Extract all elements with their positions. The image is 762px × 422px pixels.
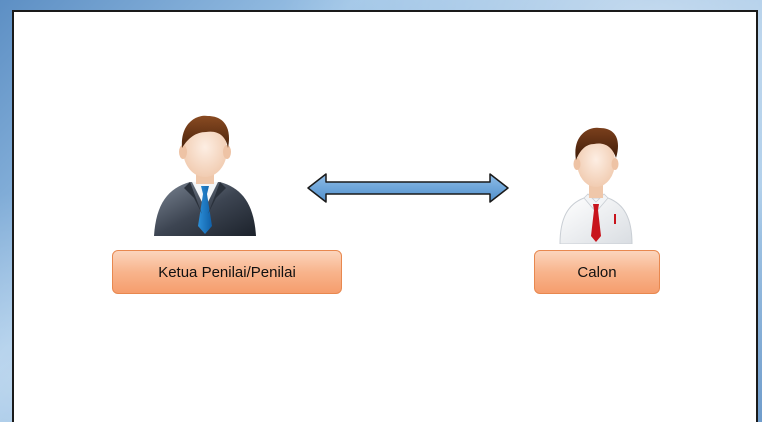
label-calon-text: Calon: [577, 263, 617, 281]
businessman-suit-icon: [146, 108, 264, 236]
double-arrow-connector: [307, 173, 509, 203]
slide-canvas: Ketua Penilai/Penilai Calon: [12, 10, 758, 422]
label-ketua-penilai: Ketua Penilai/Penilai: [112, 250, 342, 294]
label-calon: Calon: [534, 250, 660, 294]
label-ketua-penilai-text: Ketua Penilai/Penilai: [158, 263, 296, 281]
man-white-shirt-icon: [554, 122, 638, 244]
